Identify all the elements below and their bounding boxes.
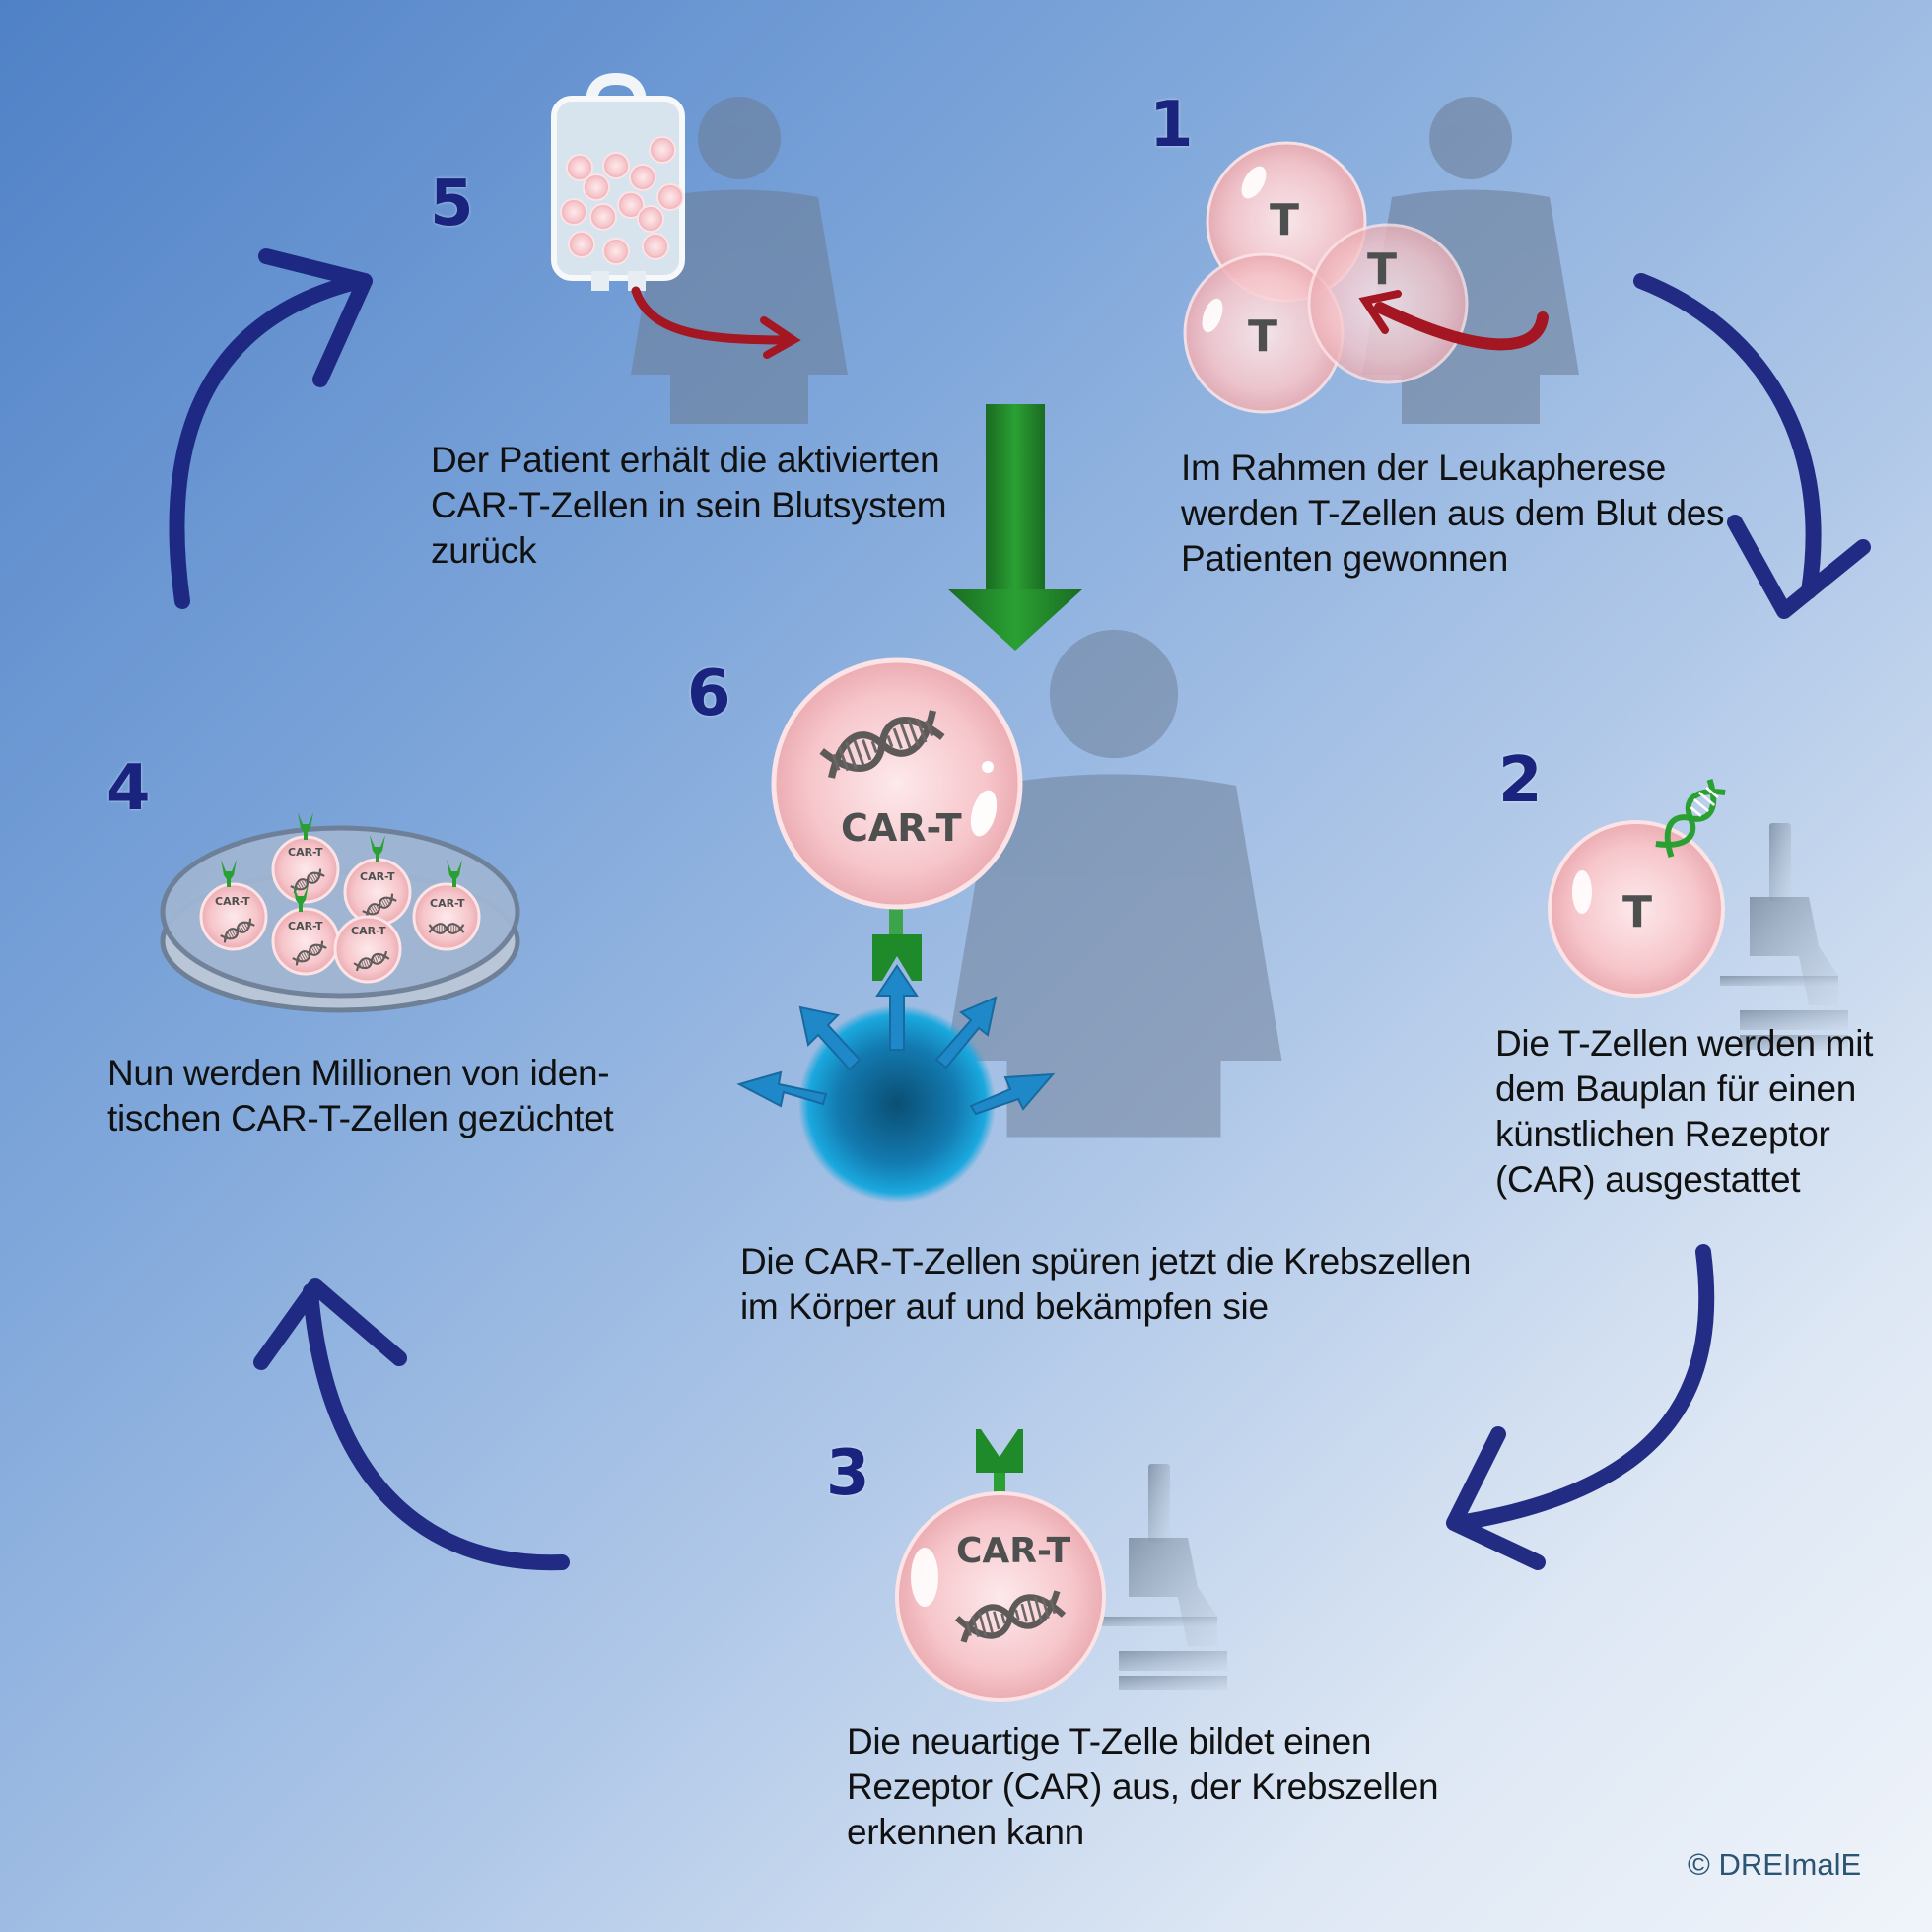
car-t-label: CAR-T — [956, 1531, 1071, 1571]
step-4-illustration — [160, 812, 520, 1013]
receptor-icon — [976, 1429, 1023, 1473]
step-2-caption: Die T-Zellen werden mit dem Bauplan für … — [1495, 1023, 1874, 1200]
step-1-illustration — [1183, 97, 1579, 424]
step-2-illustration — [1548, 778, 1848, 1050]
car-t-label: CAR-T — [215, 895, 250, 908]
car-t-label: CAR-T — [430, 897, 465, 910]
step-3-caption: Die neuartige T-Zelle bildet einen Rezep… — [847, 1721, 1439, 1852]
car-t-label: CAR-T — [360, 870, 395, 883]
cycle-arrow-icon — [169, 248, 1871, 1571]
step-number-1: 1 — [1149, 89, 1194, 162]
step-6-illustration — [736, 629, 1282, 1203]
t-cell-label: T — [1248, 311, 1278, 362]
step-6-caption: Die CAR-T-Zellen spüren jetzt die Krebsz… — [740, 1241, 1472, 1327]
t-cell-label: T — [1622, 887, 1653, 937]
step-number-4: 4 — [106, 752, 151, 825]
patient-silhouette-icon — [945, 629, 1282, 1138]
microscope-icon — [1099, 1464, 1227, 1690]
car-t-label: CAR-T — [288, 846, 323, 859]
step-1-caption: Im Rahmen der Leukapherese werden T-Zell… — [1181, 448, 1725, 579]
car-t-label: CAR-T — [288, 920, 323, 932]
t-cell-icon — [1548, 820, 1725, 998]
car-t-label: CAR-T — [351, 925, 386, 937]
microscope-icon — [1720, 823, 1848, 1050]
step-3-illustration — [895, 1429, 1227, 1702]
step-number-2: 2 — [1498, 744, 1543, 817]
step-number-5: 5 — [430, 168, 474, 241]
infusion-bag-icon — [551, 72, 685, 291]
blood-flow-arrow — [631, 286, 794, 345]
car-t-label: CAR-T — [841, 806, 962, 850]
receptor-icon — [872, 934, 922, 981]
step-5-caption: Der Patient erhält die aktivierten CAR-T… — [431, 440, 947, 571]
car-t-cell-icon — [895, 1491, 1106, 1702]
t-cell-icon — [1307, 223, 1469, 384]
step-5-illustration — [551, 72, 848, 424]
t-cell-label: T — [1270, 195, 1300, 245]
step-number-6: 6 — [687, 657, 731, 730]
step-4-caption: Nun werden Millionen von iden- tischen C… — [107, 1053, 614, 1138]
green-down-arrow-icon — [948, 404, 1082, 651]
car-t-cell-icon — [771, 657, 1023, 910]
antigen-arrows — [736, 964, 1056, 1116]
t-cell-label: T — [1367, 244, 1398, 295]
copyright-notice: © DREImalE — [1688, 1847, 1862, 1882]
blood-flow-arrow — [1374, 302, 1549, 351]
step-number-3: 3 — [826, 1437, 870, 1510]
dna-icon — [1655, 778, 1726, 859]
